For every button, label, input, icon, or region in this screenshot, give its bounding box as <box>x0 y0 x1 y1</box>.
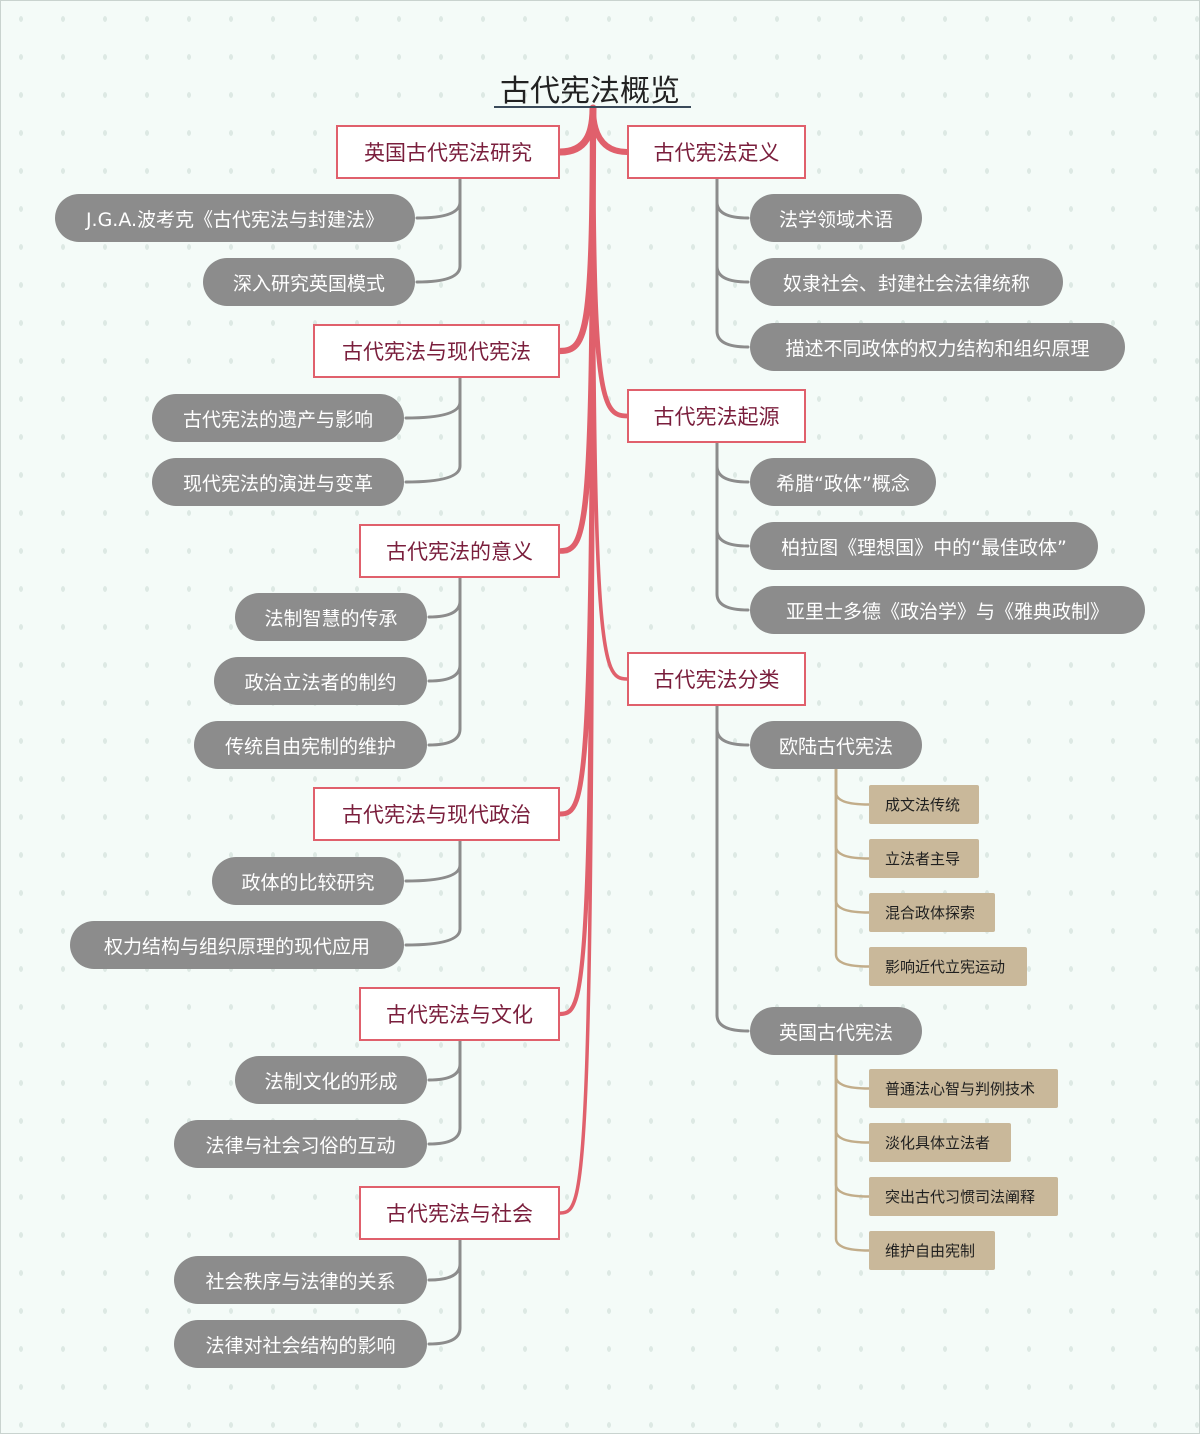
link-subtopic-plato-republic <box>715 441 750 548</box>
branch-topic-uk-ancient-constitution-research <box>556 104 597 156</box>
link-subtopic-legislator-constraint <box>427 576 462 683</box>
subtopic-legal-wisdom[interactable]: 法制智慧的传承 <box>235 593 427 641</box>
link-subtopic-legacy-influence <box>404 376 462 420</box>
link-subtopic-english-constitution <box>715 704 750 1033</box>
subtopic-liberty-maintenance[interactable]: 传统自由宪制的维护 <box>194 721 427 769</box>
link-subtopic-aristotle-politics <box>715 441 750 612</box>
subtopic-legislator-constraint[interactable]: 政治立法者的制约 <box>214 657 427 705</box>
link-subtopic-greek-polity <box>715 441 750 484</box>
topic-definition[interactable]: 古代宪法定义 <box>627 125 806 179</box>
link-leaf-downplay-legislator <box>834 1053 871 1144</box>
link-subtopic-power-structure-application <box>404 839 462 947</box>
leaf-common-law-mind[interactable]: 普通法心智与判例技术 <box>869 1069 1058 1108</box>
branch-topic-classification <box>591 106 629 681</box>
link-subtopic-power-structure-principles <box>715 177 750 349</box>
subtopic-law-custom-interaction[interactable]: 法律与社会习俗的互动 <box>174 1120 427 1168</box>
link-subtopic-pocock-book <box>415 177 462 220</box>
branch-topic-definition <box>590 105 630 155</box>
topic-origin[interactable]: 古代宪法起源 <box>627 389 806 443</box>
link-leaf-customary-judicial <box>834 1053 871 1198</box>
link-leaf-common-law-mind <box>834 1053 871 1090</box>
subtopic-english-constitution[interactable]: 英国古代宪法 <box>750 1007 922 1055</box>
leaf-maintain-liberty[interactable]: 维护自由宪制 <box>869 1231 995 1270</box>
leaf-legislator-led[interactable]: 立法者主导 <box>869 839 979 878</box>
subtopic-legal-culture[interactable]: 法制文化的形成 <box>235 1056 427 1104</box>
link-leaf-modern-constitutionalism <box>834 767 871 968</box>
topic-classification[interactable]: 古代宪法分类 <box>627 652 806 706</box>
topic-culture[interactable]: 古代宪法与文化 <box>359 987 560 1041</box>
topic-ancient-vs-modern-constitution[interactable]: 古代宪法与现代宪法 <box>313 324 560 378</box>
link-subtopic-slave-feudal-law <box>715 177 750 284</box>
link-leaf-maintain-liberty <box>834 1053 871 1252</box>
subtopic-evolution-reform[interactable]: 现代宪法的演进与变革 <box>152 458 404 506</box>
link-subtopic-law-social-structure <box>427 1238 462 1346</box>
leaf-customary-judicial[interactable]: 突出古代习惯司法阐释 <box>869 1177 1058 1216</box>
link-subtopic-social-order-law <box>427 1238 462 1282</box>
link-leaf-mixed-regime <box>834 767 871 914</box>
link-subtopic-legal-wisdom <box>427 576 462 619</box>
link-leaf-written-law-tradition <box>834 767 871 806</box>
leaf-modern-constitutionalism[interactable]: 影响近代立宪运动 <box>869 947 1027 986</box>
subtopic-uk-model[interactable]: 深入研究英国模式 <box>203 258 415 306</box>
leaf-downplay-legislator[interactable]: 淡化具体立法者 <box>869 1123 1011 1162</box>
link-subtopic-liberty-maintenance <box>427 576 462 747</box>
link-subtopic-evolution-reform <box>404 376 462 484</box>
mindmap-root-title[interactable]: 古代宪法概览 <box>500 74 680 109</box>
link-subtopic-legal-term <box>715 177 750 220</box>
branch-topic-significance <box>557 105 596 554</box>
link-subtopic-uk-model <box>415 177 462 284</box>
subtopic-aristotle-politics[interactable]: 亚里士多德《政治学》与《雅典政制》 <box>750 586 1145 634</box>
leaf-written-law-tradition[interactable]: 成文法传统 <box>869 785 979 824</box>
link-subtopic-legal-culture <box>427 1039 462 1082</box>
topic-uk-ancient-constitution-research[interactable]: 英国古代宪法研究 <box>336 125 560 179</box>
subtopic-law-social-structure[interactable]: 法律对社会结构的影响 <box>174 1320 427 1368</box>
branch-topic-culture <box>557 105 596 1017</box>
topic-modern-politics[interactable]: 古代宪法与现代政治 <box>313 787 560 841</box>
subtopic-continental-constitution[interactable]: 欧陆古代宪法 <box>750 721 922 769</box>
link-subtopic-comparative-regimes <box>404 839 462 883</box>
subtopic-legacy-influence[interactable]: 古代宪法的遗产与影响 <box>152 394 404 442</box>
subtopic-legal-term[interactable]: 法学领域术语 <box>750 194 922 242</box>
branch-topic-society <box>558 106 595 1215</box>
subtopic-comparative-regimes[interactable]: 政体的比较研究 <box>212 857 404 905</box>
topic-society[interactable]: 古代宪法与社会 <box>359 1186 560 1240</box>
subtopic-plato-republic[interactable]: 柏拉图《理想国》中的“最佳政体” <box>750 522 1098 570</box>
link-subtopic-law-custom-interaction <box>427 1039 462 1146</box>
link-leaf-legislator-led <box>834 767 871 860</box>
branch-topic-ancient-vs-modern-constitution <box>556 104 597 355</box>
link-subtopic-continental-constitution <box>715 704 750 747</box>
subtopic-greek-polity[interactable]: 希腊“政体”概念 <box>750 458 936 506</box>
topic-significance[interactable]: 古代宪法的意义 <box>359 524 560 578</box>
subtopic-social-order-law[interactable]: 社会秩序与法律的关系 <box>174 1256 427 1304</box>
subtopic-power-structure-principles[interactable]: 描述不同政体的权力结构和组织原理 <box>750 323 1125 371</box>
subtopic-pocock-book[interactable]: J.G.A.波考克《古代宪法与封建法》 <box>55 194 415 242</box>
title-underline <box>494 106 691 108</box>
subtopic-power-structure-application[interactable]: 权力结构与组织原理的现代应用 <box>70 921 404 969</box>
leaf-mixed-regime[interactable]: 混合政体探索 <box>869 893 995 932</box>
subtopic-slave-feudal-law[interactable]: 奴隶社会、封建社会法律统称 <box>750 258 1063 306</box>
